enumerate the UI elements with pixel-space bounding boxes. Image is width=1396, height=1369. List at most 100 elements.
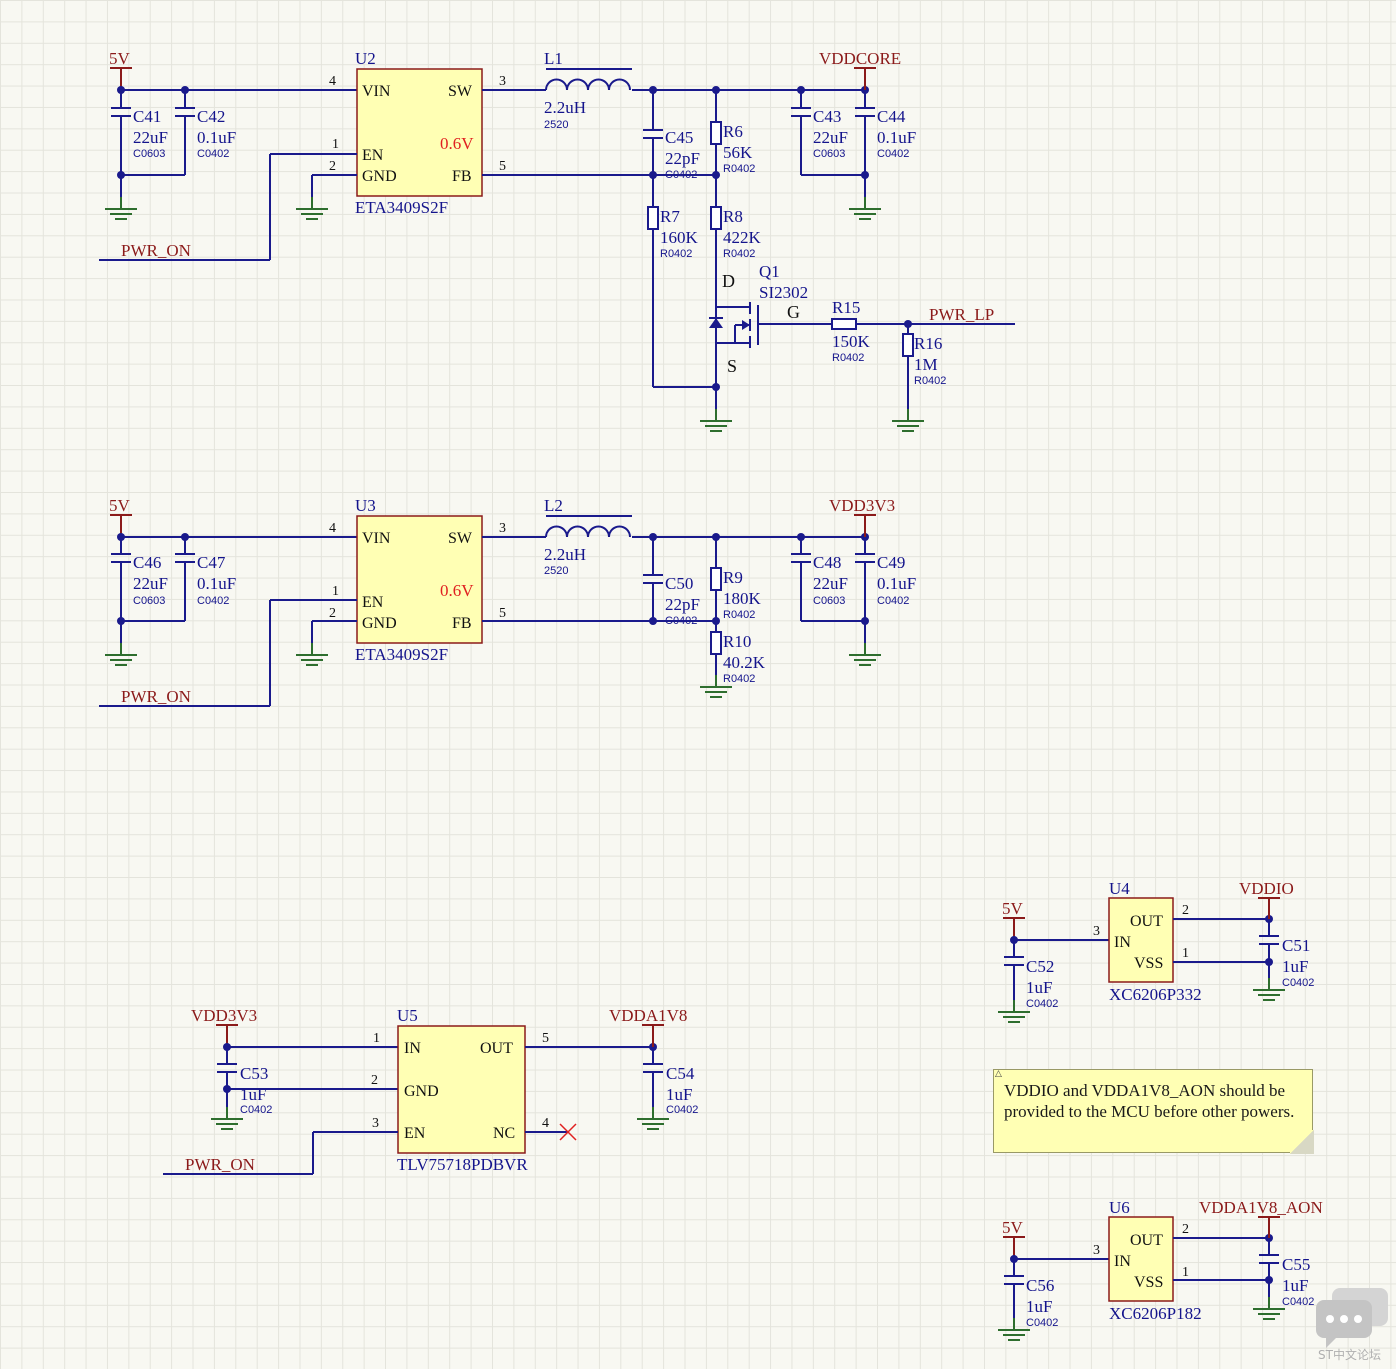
ic-u5[interactable]: U5 TLV75718PDBVR IN GND EN OUT NC 1 2 3 … [371,1006,549,1174]
capacitor-c53[interactable]: C53 1uF C0402 [217,1047,272,1116]
capacitor-c56[interactable]: C56 1uF C0402 [1004,1259,1058,1329]
resistor-r9[interactable]: R9 180K R0402 [710,537,762,621]
power-port-5v: 5V [109,49,132,90]
pin-num-in: 3 [1093,924,1100,939]
ground-symbol [891,408,925,432]
ic-u3[interactable]: U3 ETA3409S2F VIN SW EN GND FB 0.6V 4 3 … [329,496,506,664]
resistor-r10[interactable]: R10 40.2K R0402 [710,621,766,685]
pin-num-fb: 5 [499,159,506,174]
ground-symbol [1252,977,1286,1001]
ground-symbol [699,408,733,432]
resistor-r7[interactable]: R7 160K R0402 [647,175,699,387]
ref-r15: R15 [832,298,860,317]
value-c45: 22pF [665,149,700,168]
net-label-5v: 5V [1002,1218,1024,1237]
ic-u4[interactable]: U4 XC6206P332 OUT IN VSS 3 2 1 [1093,879,1202,1004]
value-l2: 2.2uH [544,545,586,564]
pin-num-vin: 4 [329,521,336,536]
fp-c55: C0402 [1282,1296,1314,1308]
capacitor-c49[interactable]: C49 0.1uF C0402 [855,537,916,621]
value-r8: 422K [723,228,762,247]
capacitor-c47[interactable]: C47 0.1uF C0402 [175,537,236,621]
pin-num-out: 2 [1182,903,1189,918]
ground-symbol [210,1106,244,1130]
fp-c46: C0603 [133,595,165,607]
ref-r10: R10 [723,632,751,651]
capacitor-c48[interactable]: C48 22uF C0603 [791,537,848,621]
inductor-l1[interactable]: L1 2.2uH 2520 [544,49,632,131]
capacitor-c52[interactable]: C52 1uF C0402 [1004,940,1058,1010]
part-u2: ETA3409S2F [355,198,448,217]
ref-c46: C46 [133,553,161,572]
design-note[interactable]: VDDIO and VDDA1V8_AON should be provided… [993,1069,1313,1153]
ground-symbol [1252,1296,1286,1320]
net-label-vdda1v8: VDDA1V8 [609,1006,687,1025]
fp-c53: C0402 [240,1104,272,1116]
vddcore-buck-block: 5V C41 22uF C0603 C42 0.1uF C0402 [99,49,1015,432]
net-label-pwr-on: PWR_ON [121,241,191,260]
power-port-5v: 5V [109,496,132,537]
pin-label-gnd: GND [362,615,397,632]
ref-u4: U4 [1109,879,1130,898]
q1-source-label: S [727,356,737,376]
net-label-vddcore: VDDCORE [819,49,901,68]
resistor-r6[interactable]: R6 56K R0402 [710,90,755,175]
capacitor-c50[interactable]: C50 22pF C0402 [643,537,700,627]
ground-symbol [104,196,138,220]
ref-l1: L1 [544,49,563,68]
chat-bubble-icon [1316,1288,1388,1348]
capacitor-c55[interactable]: C55 1uF C0402 [1259,1238,1314,1308]
fp-r15: R0402 [832,352,864,364]
pin-label-fb: FB [452,168,472,185]
resistor-r16[interactable]: R16 1M R0402 [902,324,946,409]
value-c43: 22uF [813,128,848,147]
value-c46: 22uF [133,574,168,593]
value-c51: 1uF [1282,957,1308,976]
inductor-l2[interactable]: L2 2.2uH 2520 [544,496,632,577]
ref-l2: L2 [544,496,563,515]
power-port-vdda1v8: VDDA1V8 [609,1006,687,1047]
ref-c54: C54 [666,1064,695,1083]
net-label-5v: 5V [1002,899,1024,918]
capacitor-c46[interactable]: C46 22uF C0603 [111,537,168,621]
capacitor-c41[interactable]: C41 22uF C0603 [111,90,168,175]
ref-c56: C56 [1026,1276,1054,1295]
fp-c43: C0603 [813,148,845,160]
capacitor-c51[interactable]: C51 1uF C0402 [1259,919,1314,989]
capacitor-c45[interactable]: C45 22pF C0402 [643,90,700,181]
pin-label-vin: VIN [362,530,391,547]
pin-label-out: OUT [1130,1232,1163,1249]
capacitor-c42[interactable]: C42 0.1uF C0402 [175,90,236,175]
net-label-pwr-on: PWR_ON [121,687,191,706]
resistor-r8[interactable]: R8 422K R0402 [710,175,762,307]
ref-c45: C45 [665,128,693,147]
pin-num-gnd: 2 [329,606,336,621]
ic-u6[interactable]: U6 XC6206P182 OUT IN VSS 3 2 1 [1093,1198,1202,1323]
value-r9: 180K [723,589,762,608]
vref-label: 0.6V [440,581,474,600]
capacitor-c44[interactable]: C44 0.1uF C0402 [855,90,916,175]
capacitor-c43[interactable]: C43 22uF C0603 [791,90,848,175]
vdda1v8-ldo-block: VDD3V3 C53 1uF C0402 U5 TLV75718PDBVR IN… [163,1006,698,1175]
pin-label-vin: VIN [362,83,391,100]
ic-u2[interactable]: U2 ETA3409S2F VIN SW EN GND FB 0.6V 4 3 … [329,49,506,217]
part-u4: XC6206P332 [1109,985,1202,1004]
mosfet-q1[interactable]: D G S Q1 SI2302 [709,262,832,387]
ref-u2: U2 [355,49,376,68]
pin-label-sw: SW [448,83,473,100]
fp-c48: C0603 [813,595,845,607]
power-port-vddio: VDDIO [1239,879,1294,919]
resistor-r15[interactable]: R15 150K R0402 [831,298,871,364]
ref-q1: Q1 [759,262,780,281]
ground-symbol [295,196,329,220]
q1-drain-label: D [722,271,735,291]
power-port-5v: 5V [1002,899,1025,940]
ref-c47: C47 [197,553,226,572]
fp-l2: 2520 [544,565,568,577]
capacitor-c54[interactable]: C54 1uF C0402 [643,1047,698,1116]
value-r7: 160K [660,228,699,247]
fp-r9: R0402 [723,609,755,621]
fp-r7: R0402 [660,248,692,260]
value-c52: 1uF [1026,978,1052,997]
